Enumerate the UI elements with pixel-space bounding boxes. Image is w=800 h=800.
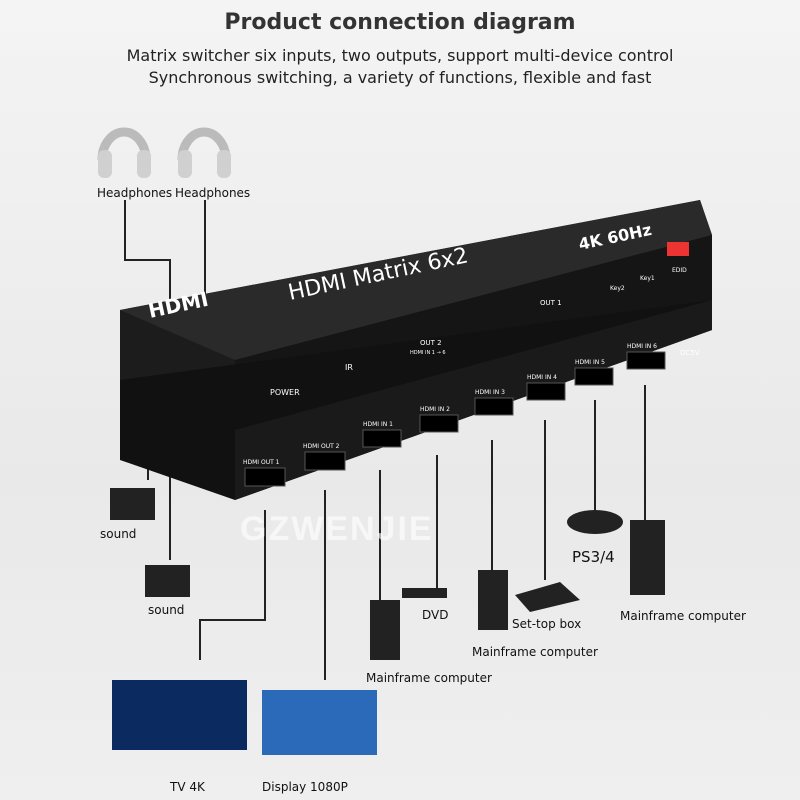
port-label: HDMI IN 3 [475, 389, 505, 396]
sound-label: sound [148, 603, 185, 617]
out1-label: OUT 1 [540, 299, 562, 307]
speaker-icon [145, 565, 190, 597]
dvd-icon [402, 588, 447, 598]
headphones-icon [97, 127, 231, 161]
dc-label: DC5V [680, 349, 700, 357]
edid-label: EDID [672, 267, 687, 274]
out2-label: OUT 2 [420, 339, 442, 347]
mainframe-label: Mainframe computer [620, 609, 746, 623]
port-label: HDMI IN 4 [527, 374, 557, 381]
subtitle-line-1: Matrix switcher six inputs, two outputs,… [126, 46, 674, 65]
watermark: GZWENJIE [240, 510, 434, 548]
page-title: Product connection diagram [224, 10, 576, 35]
cables [124, 200, 646, 680]
key2-button: Key2 [610, 285, 625, 292]
hdmi-matrix-device [120, 200, 712, 500]
port-label: HDMI OUT 2 [303, 443, 340, 450]
gamepad-icon [567, 510, 623, 534]
dvd-label: DVD [422, 608, 449, 622]
port-label: HDMI IN 2 [420, 406, 450, 413]
ps-label: PS3/4 [572, 548, 615, 566]
computer-icon [630, 520, 665, 595]
mainframe-label: Mainframe computer [366, 671, 492, 685]
router-icon [515, 582, 580, 612]
key1-button: Key1 [640, 275, 655, 282]
settop-label: Set-top box [512, 617, 582, 631]
headphones-label: Headphones [175, 186, 251, 200]
monitor-icon [262, 690, 377, 755]
computer-icon [370, 600, 400, 660]
range-label: HDMI IN 1 → 6 [410, 350, 446, 356]
headphones-label: Headphones [97, 186, 173, 200]
speaker-icon [110, 488, 155, 520]
ir-label: IR [345, 363, 353, 372]
tv-icon [112, 680, 247, 750]
mainframe-label: Mainframe computer [472, 645, 598, 659]
display-label: Display 1080P [262, 780, 348, 794]
port-label: HDMI OUT 1 [243, 459, 280, 466]
sound-label: sound [100, 527, 137, 541]
port-label: HDMI IN 6 [627, 343, 657, 350]
tv-label: TV 4K [170, 780, 205, 794]
port-label: HDMI IN 1 [363, 421, 393, 428]
computer-icon [478, 570, 508, 630]
port-label: HDMI IN 5 [575, 359, 605, 366]
subtitle-line-2: Synchronous switching, a variety of func… [148, 68, 652, 87]
peripheral-devices [110, 488, 665, 755]
power-label: POWER [270, 388, 300, 397]
